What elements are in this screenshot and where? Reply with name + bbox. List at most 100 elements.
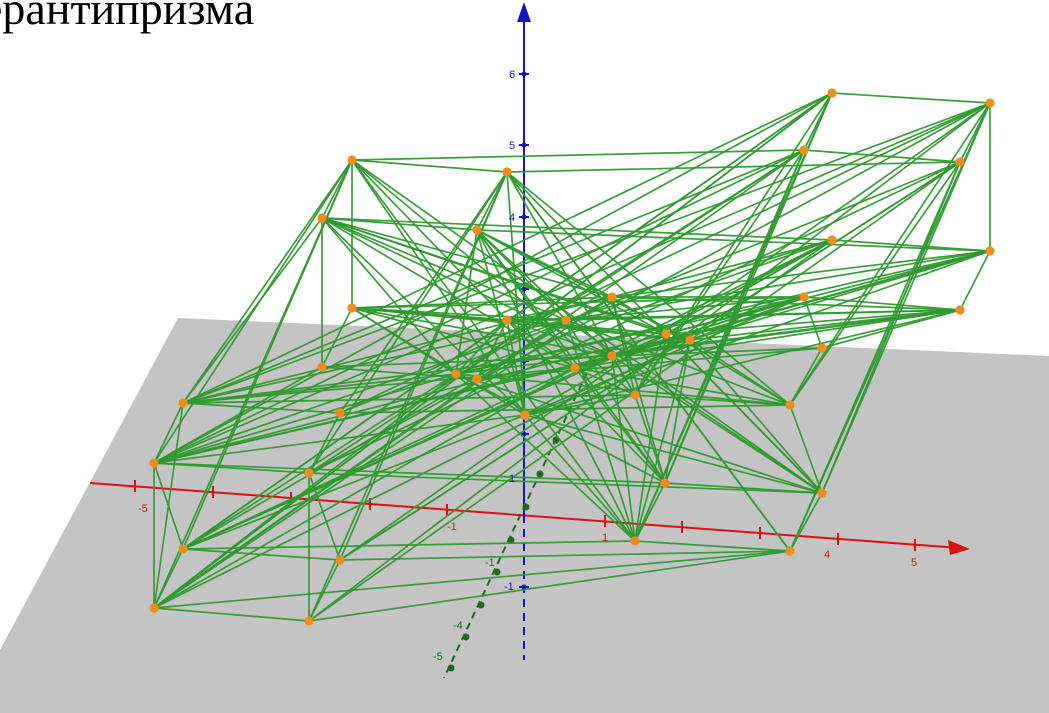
- polyhedron-vertex: [660, 478, 670, 488]
- polyhedron-edge: [455, 373, 666, 484]
- polyhedron-vertex: [520, 410, 530, 420]
- x-axis-arrow: [948, 540, 970, 555]
- polyhedron-edge: [665, 309, 961, 335]
- polyhedron-edge: [665, 239, 833, 335]
- y-tick-label: -4: [453, 620, 463, 632]
- polyhedron-edge: [455, 373, 791, 406]
- polyhedron-edge: [611, 239, 833, 298]
- polyhedron-edge: [574, 367, 791, 406]
- polyhedron-edge: [789, 492, 823, 552]
- z-tick-label: 5: [509, 140, 515, 152]
- polyhedron-edge: [153, 296, 613, 609]
- y-axis-point: [507, 536, 515, 544]
- polyhedron-edge: [339, 550, 791, 561]
- polyhedron-edge: [565, 239, 833, 321]
- z-axis-point: [521, 142, 527, 148]
- polyhedron-edge: [153, 159, 353, 609]
- polyhedron-edge: [611, 296, 961, 311]
- polyhedron-vertex: [955, 157, 965, 167]
- x-tick-label: -1: [447, 521, 457, 533]
- x-tick-label: 4: [824, 549, 830, 561]
- y-tick-label: -1: [485, 557, 495, 569]
- x-tick-label: 1: [602, 532, 608, 544]
- polyhedron-edge: [182, 159, 353, 404]
- polyhedron-edge: [611, 355, 636, 542]
- polyhedron-edge: [321, 307, 353, 368]
- polyhedron-edge: [565, 309, 961, 321]
- polyhedron-vertex: [785, 400, 795, 410]
- polyhedron-vertex: [570, 363, 580, 373]
- z-axis-point: [521, 214, 527, 220]
- polyhedron-edge: [321, 217, 691, 341]
- polyhedron-edge: [182, 355, 613, 550]
- polyhedron-vertex: [607, 292, 617, 302]
- polyhedron-edge: [565, 319, 791, 406]
- polyhedron-vertex: [502, 315, 512, 325]
- polyhedron-edge: [351, 159, 508, 173]
- polyhedron-edge: [308, 550, 791, 622]
- polyhedron-edge: [634, 540, 791, 552]
- polyhedron-edge: [182, 92, 833, 404]
- polyhedron-edge: [339, 171, 508, 414]
- polyhedron-edge: [789, 404, 823, 494]
- polyhedron-vertex: [451, 369, 461, 379]
- polyhedron-vertex: [985, 98, 995, 108]
- polyhedron-vertex: [149, 458, 159, 468]
- y-axis-point: [447, 664, 455, 672]
- polyhedron-edge: [524, 296, 805, 416]
- polyhedron-vertex: [178, 544, 188, 554]
- polyhedron-edge: [182, 217, 323, 404]
- polyhedron-edge: [455, 309, 961, 375]
- polyhedron-edge: [153, 319, 567, 464]
- z-axis-point: [521, 584, 527, 590]
- polyhedron-edge: [455, 373, 823, 494]
- polyhedron-edge: [182, 367, 576, 404]
- z-axis-arrow: [517, 2, 531, 22]
- polyhedron-edge: [574, 309, 961, 369]
- polyhedron-edge: [476, 229, 667, 335]
- polyhedron-edge: [153, 92, 833, 464]
- polyhedron-edge: [524, 414, 823, 494]
- polyhedron-edge: [153, 462, 666, 484]
- polyhedron-vertex: [304, 468, 314, 478]
- polyhedron-edge: [153, 373, 457, 464]
- polyhedron-edge: [476, 229, 991, 252]
- polyhedron-edge: [476, 229, 666, 484]
- polyhedron-edge: [455, 373, 636, 542]
- polyhedron-vertex: [561, 315, 571, 325]
- polyhedron-edge: [611, 355, 823, 494]
- polyhedron-edge: [153, 402, 184, 464]
- polyhedron-edge: [506, 171, 791, 552]
- polyhedron-vertex: [472, 225, 482, 235]
- polyhedron-vertex: [335, 555, 345, 565]
- polyhedron-vertex: [630, 390, 640, 400]
- polyhedron-edge: [351, 159, 526, 416]
- polyhedron-vertex: [472, 374, 482, 384]
- polyhedron-edge: [351, 159, 823, 494]
- polyhedron-edge: [351, 296, 613, 309]
- polyhedron-edge: [789, 161, 961, 552]
- polyhedron-vertex: [317, 213, 327, 223]
- z-tick-label: 6: [509, 69, 515, 81]
- polyhedron-vertex: [304, 616, 314, 626]
- y-axis: [443, 361, 593, 679]
- polyhedron-vertex: [502, 167, 512, 177]
- x-tick-label: 5: [911, 557, 917, 569]
- polyhedron-vertex: [827, 88, 837, 98]
- polyhedron-edge: [476, 229, 636, 542]
- polyhedron-vertex: [607, 351, 617, 361]
- z-tick-label: -1: [504, 581, 514, 593]
- polyhedron-vertex: [347, 303, 357, 313]
- polyhedron-vertex: [630, 536, 640, 546]
- polyhedron-edge: [153, 607, 310, 622]
- polyhedron-edge: [565, 250, 991, 321]
- figure-title: ерантипризма: [0, 0, 255, 34]
- polyhedron-edge: [153, 92, 833, 609]
- polyhedron-vertex: [685, 335, 695, 345]
- polyhedron-edge: [308, 149, 805, 474]
- polyhedron-edge: [689, 339, 791, 406]
- polyhedron-edge: [182, 414, 526, 550]
- polyhedron-edge: [959, 250, 991, 311]
- polyhedron-edge: [665, 333, 823, 494]
